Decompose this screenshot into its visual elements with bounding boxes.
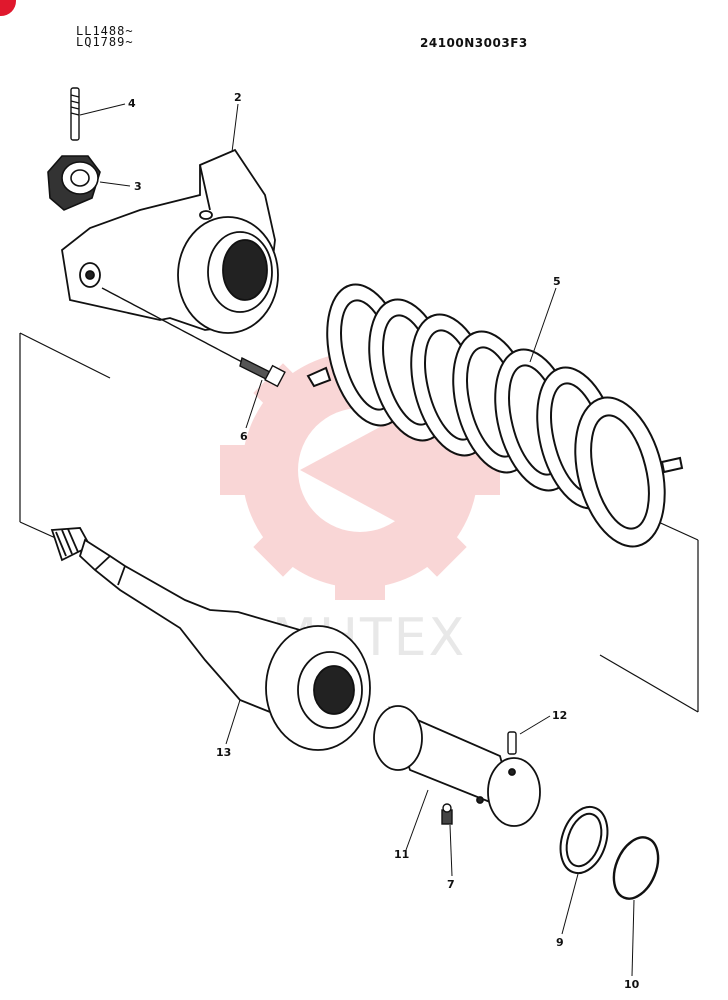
hex-nut [47, 155, 101, 211]
coil-spring [306, 283, 684, 548]
callout-4: 4 [128, 97, 136, 110]
stud-bolt [70, 87, 80, 141]
idler-shaft [50, 527, 371, 751]
yoke-bracket [61, 148, 279, 334]
leader-lines [79, 103, 635, 977]
bushing-sleeve [373, 705, 541, 827]
callout-3: 3 [134, 180, 142, 193]
callout-12: 12 [552, 709, 567, 722]
callout-10: 10 [624, 978, 640, 991]
drawing-number: 24100N3003F3 [420, 36, 528, 50]
serial-line-1: LL1488~ [76, 24, 134, 38]
serial-line-2: LQ1789~ [76, 35, 134, 49]
seal-ring [559, 805, 609, 875]
reference-lines [19, 332, 699, 713]
callout-13: 13 [216, 746, 231, 759]
grease-fitting [441, 803, 453, 825]
snap-ring [612, 836, 660, 900]
callout-5: 5 [553, 275, 561, 288]
callout-2: 2 [234, 91, 242, 104]
hex-bolt [101, 287, 286, 388]
dowel-pin [507, 731, 517, 755]
callout-9: 9 [556, 936, 564, 949]
serial-range: LL1488~ LQ1789~ [76, 24, 134, 49]
callout-7: 7 [447, 878, 455, 891]
callout-6: 6 [240, 430, 248, 443]
callout-11: 11 [394, 848, 409, 861]
